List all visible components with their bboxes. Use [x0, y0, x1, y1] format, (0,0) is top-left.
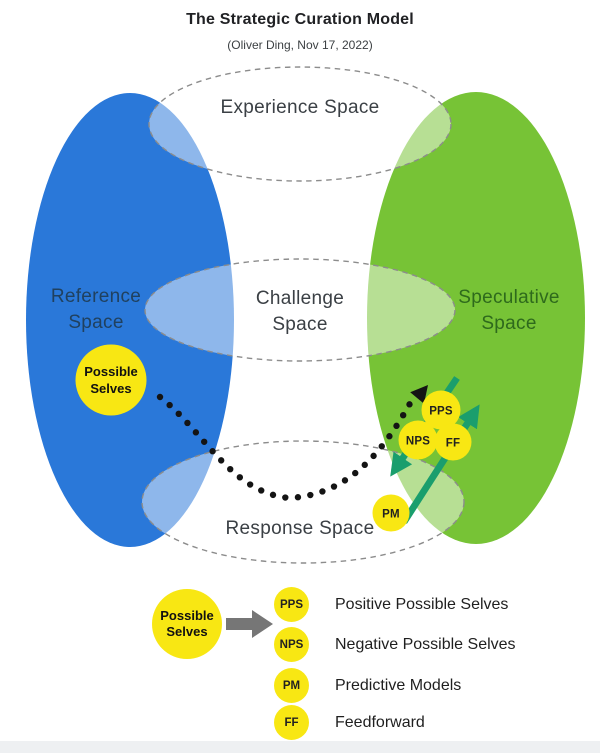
legend-possible-selves-line1: Possible — [160, 608, 214, 624]
legend-arrow-icon — [226, 610, 273, 638]
dotted-trajectory-arrow — [156, 393, 417, 502]
legend-pps-label: Positive Possible Selves — [335, 595, 509, 613]
pps-badge — [421, 390, 461, 430]
legend-pps-badge: PPS — [274, 587, 309, 622]
experience-space-ellipse — [148, 66, 452, 182]
bottom-strip — [0, 741, 600, 753]
page-title: The Strategic Curation Model — [186, 11, 414, 28]
legend-possible-selves-circle: Possible Selves — [152, 589, 222, 659]
possible-selves-circle — [75, 344, 147, 416]
legend-pm-badge: PM — [274, 668, 309, 703]
possible-selves-label-line1: Possible — [84, 364, 137, 379]
legend-ff-label: Feedforward — [335, 713, 425, 731]
legend-pm-label: Predictive Models — [335, 676, 462, 694]
header: The Strategic Curation Model (Oliver Din… — [0, 0, 600, 52]
reference-space-label-line1: Reference — [51, 286, 141, 307]
legend-nps-label: Negative Possible Selves — [335, 635, 516, 653]
nps-badge-label: NPS — [406, 436, 430, 448]
pm-badge — [372, 494, 410, 532]
reference-space-ellipse — [26, 93, 234, 547]
legend-possible-selves-line2: Selves — [166, 624, 208, 639]
challenge-space-label-line1: Challenge — [256, 288, 344, 309]
pps-badge-label: PPS — [429, 406, 453, 418]
ff-badge — [434, 423, 472, 461]
legend-ff-badge: FF — [274, 705, 309, 740]
nps-badge — [398, 420, 438, 460]
ff-badge-label: FF — [446, 438, 460, 450]
legend-item-nps: NPS Negative Possible Selves — [274, 627, 516, 662]
legend-item-pps: PPS Positive Possible Selves — [274, 587, 508, 622]
legend-item-ff: FF Feedforward — [274, 705, 425, 740]
speculative-space-label-line2: Space — [481, 313, 536, 334]
response-space-label: Response Space — [226, 518, 375, 539]
strategic-curation-diagram: Experience Space Challenge Space Respons… — [26, 66, 585, 564]
possible-selves-label-line2: Selves — [90, 381, 131, 396]
reference-space-label-line2: Space — [68, 312, 123, 333]
speculative-space-label-line1: Speculative — [458, 287, 560, 308]
dotted-trajectory-arrowhead-icon — [410, 385, 428, 404]
challenge-space-ellipse — [144, 258, 456, 362]
experience-space-label: Experience Space — [220, 97, 379, 118]
legend-item-pm: PM Predictive Models — [274, 668, 461, 703]
response-space-ellipse — [141, 440, 465, 564]
challenge-space-label-line2: Space — [272, 314, 327, 335]
page-subtitle: (Oliver Ding, Nov 17, 2022) — [227, 38, 373, 52]
legend-nps-badge: NPS — [274, 627, 309, 662]
pm-badge-label: PM — [382, 509, 400, 521]
